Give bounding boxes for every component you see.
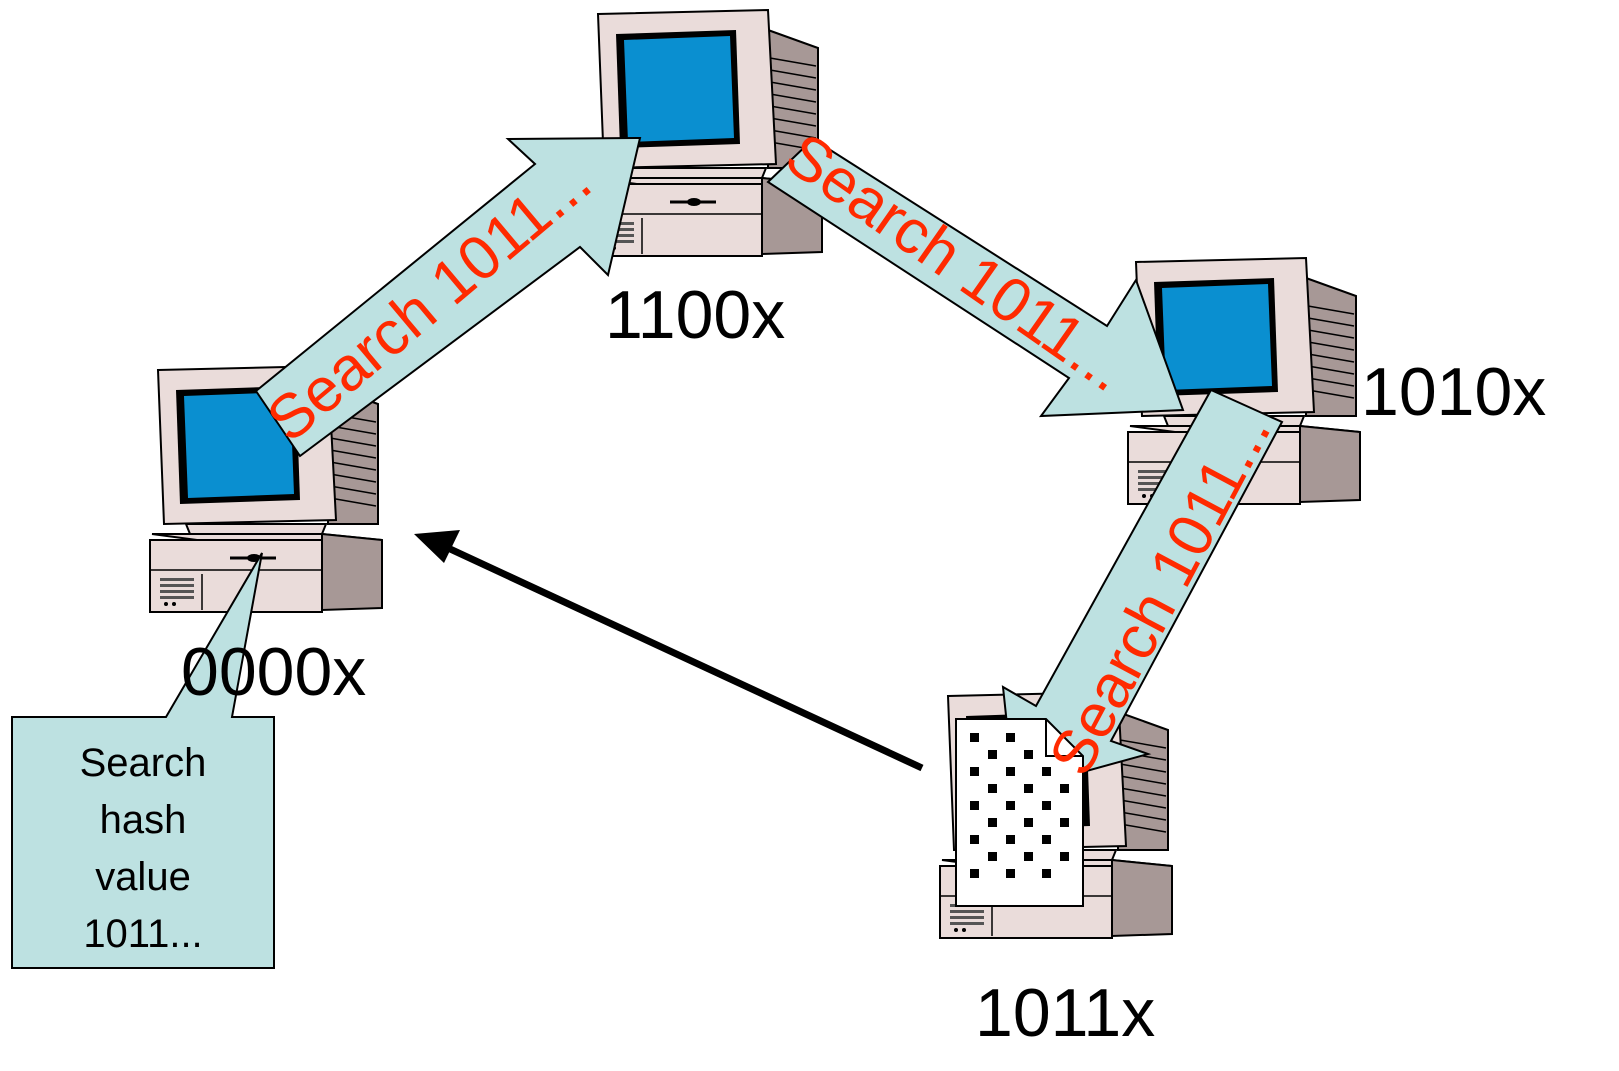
- document-dot: [1006, 767, 1015, 776]
- node-label-1010: 1010x: [1361, 354, 1547, 430]
- node-label-1011: 1011x: [975, 975, 1156, 1051]
- document-dot: [1024, 784, 1033, 793]
- search-arrow-2-label: Search 1011...: [773, 120, 1139, 405]
- document-dot: [970, 801, 979, 810]
- document-dot: [970, 733, 979, 742]
- document-dot: [1042, 835, 1051, 844]
- document-dot: [1042, 869, 1051, 878]
- document-dot: [988, 750, 997, 759]
- document-dot: [1006, 835, 1015, 844]
- document-dot: [1006, 869, 1015, 878]
- document-dot: [1060, 784, 1069, 793]
- callout-line: value: [95, 855, 191, 899]
- search-arrow-1: Search 1011...: [254, 136, 642, 458]
- document-icon: [955, 718, 1084, 907]
- return-arrow: [414, 530, 924, 772]
- search-arrow-2: Search 1011...: [766, 120, 1185, 418]
- document-dot: [1006, 801, 1015, 810]
- node-label-1100: 1100x: [605, 277, 786, 353]
- search-arrow-1-label: Search 1011...: [254, 146, 604, 455]
- document-dot: [1024, 852, 1033, 861]
- document-dot: [970, 869, 979, 878]
- desktop-computer-icon-1100: [588, 8, 824, 258]
- document-dot: [1060, 818, 1069, 827]
- document-dot: [970, 835, 979, 844]
- document-dot: [1060, 852, 1069, 861]
- document-dot: [1042, 767, 1051, 776]
- document-dot: [988, 784, 997, 793]
- document-dot: [970, 767, 979, 776]
- node-label-0000: 0000x: [181, 634, 367, 710]
- callout-text: Search hash value 1011...: [12, 735, 274, 963]
- document-dot: [1006, 733, 1015, 742]
- document-dot: [988, 818, 997, 827]
- document-dot: [1042, 801, 1051, 810]
- document-dot: [988, 852, 997, 861]
- callout-line: hash: [99, 798, 187, 842]
- callout-line: 1011...: [83, 912, 203, 956]
- search-callout: [11, 552, 275, 969]
- document-dot: [1024, 818, 1033, 827]
- document-dot: [1024, 750, 1033, 759]
- callout-line: Search: [79, 741, 207, 785]
